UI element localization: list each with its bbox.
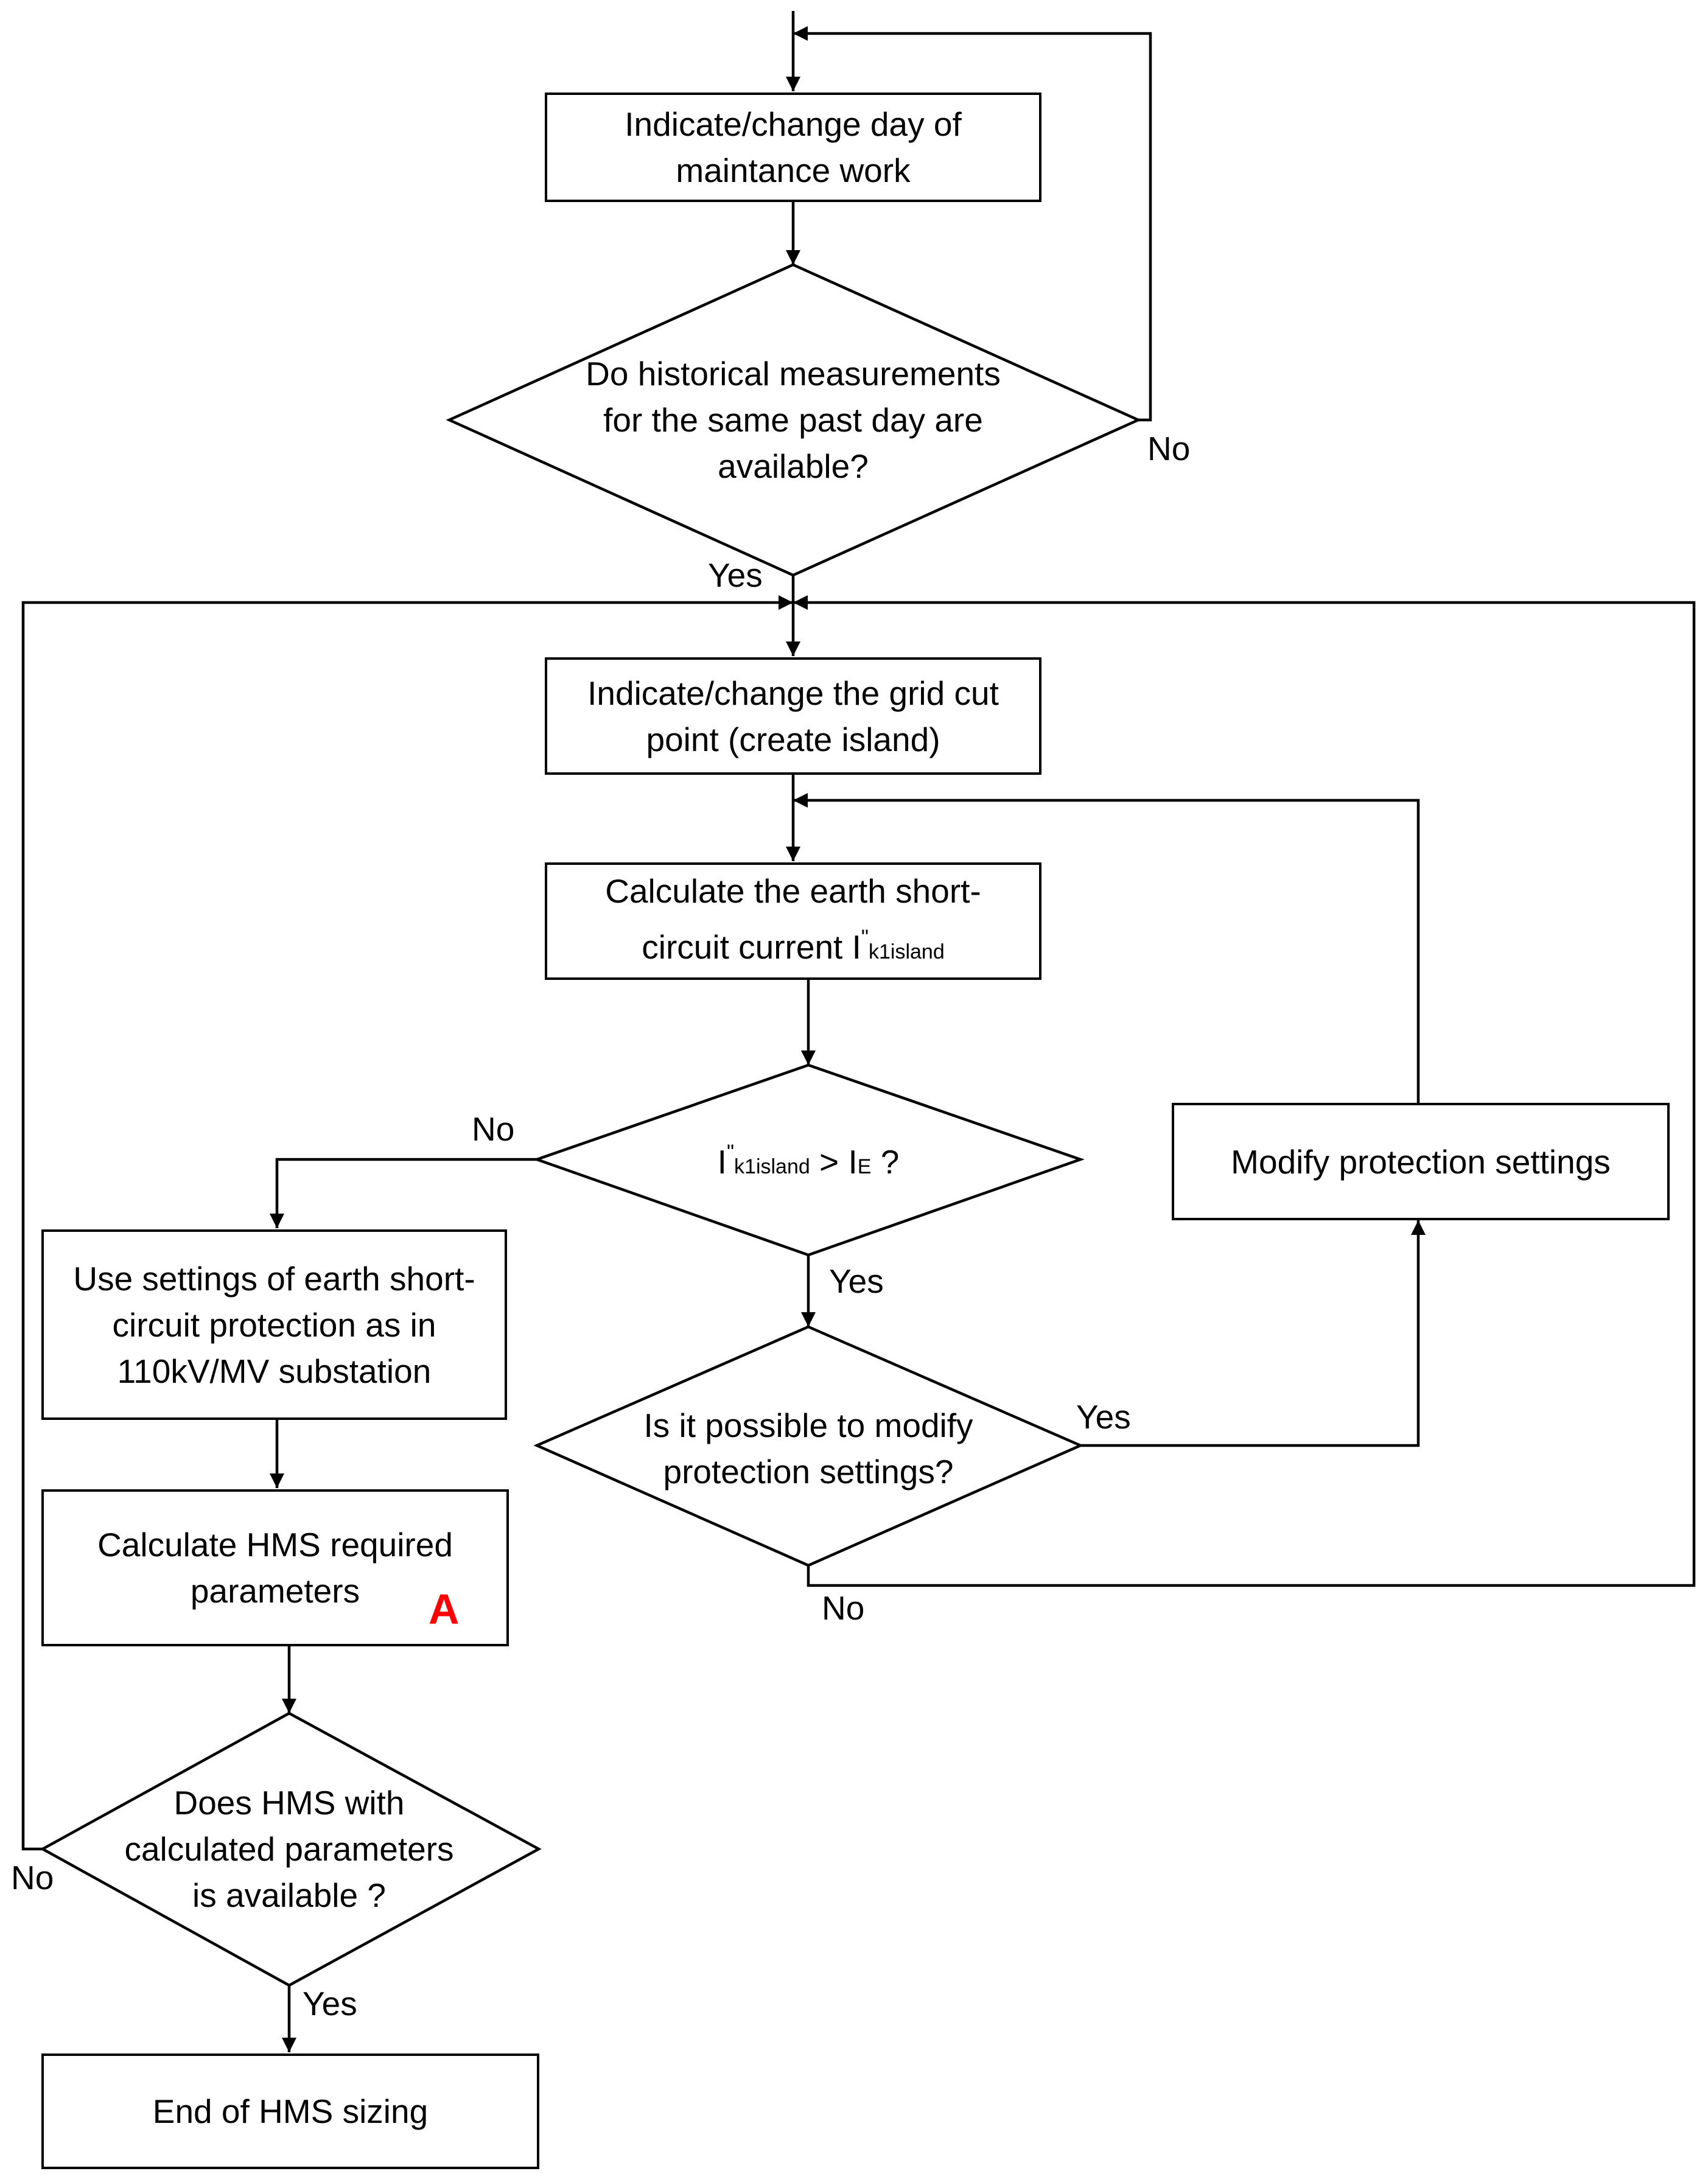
compare-sup: ʺ — [726, 1141, 735, 1164]
grid-cut-line1: Indicate/change the grid cut — [587, 674, 999, 712]
hms-decision-line1: Does HMS with — [173, 1783, 405, 1822]
calc-current-box: Calculate the earth short- circuit curre… — [545, 862, 1041, 980]
calc-current-line1: Calculate the earth short- — [605, 872, 981, 910]
indicate-day-line2: maintance work — [676, 152, 911, 189]
label-possible-yes: Yes — [1076, 1398, 1131, 1436]
use-settings-box: Use settings of earth short- circuit pro… — [41, 1229, 507, 1420]
hist-decision-line3: available? — [718, 447, 869, 485]
end-box: End of HMS sizing — [41, 2053, 539, 2169]
indicate-day-box: Indicate/change day of maintance work — [545, 93, 1041, 202]
calc-current-line2: circuit current Iʺk1island — [605, 914, 981, 975]
label-compare-yes: Yes — [829, 1262, 884, 1300]
possible-decision-line1: Is it possible to modify — [643, 1407, 973, 1444]
end-text: End of HMS sizing — [152, 2092, 429, 2130]
label-compare-no: No — [472, 1110, 515, 1148]
calc-hms-line1: Calculate HMS required — [97, 1526, 453, 1564]
compare-gt: > I — [810, 1143, 858, 1181]
hms-decision-line3: is available ? — [192, 1876, 386, 1914]
calc-current-main: circuit current I — [642, 928, 861, 966]
arrow-compare-no — [270, 1158, 537, 1228]
arrow-hms-no — [21, 595, 793, 1851]
compare-decision-expression: Iʺk1island > IE ? — [718, 1129, 900, 1190]
hist-decision-line1: Do historical measurements — [586, 355, 1001, 393]
indicate-day-line1: Indicate/change day of — [625, 105, 962, 143]
modify-settings-text: Modify protection settings — [1231, 1142, 1611, 1181]
arrow-hist-no — [793, 26, 1152, 422]
use-settings-line2: circuit protection as in — [112, 1305, 436, 1344]
arrow-modify-loop — [793, 793, 1420, 1103]
calc-hms-box: Calculate HMS required parameters A — [41, 1489, 509, 1646]
arrow-possible-yes — [1080, 1220, 1426, 1447]
grid-cut-line2: point (create island) — [646, 720, 940, 758]
label-hms-no: No — [11, 1859, 54, 1896]
possible-decision-text: Is it possible to modify protection sett… — [609, 1400, 1008, 1497]
calc-hms-line2: parameters — [190, 1572, 360, 1610]
calc-current-sub: k1island — [868, 940, 945, 963]
hist-decision-text: Do historical measurements for the same … — [536, 341, 1051, 499]
modify-settings-box: Modify protection settings — [1172, 1103, 1670, 1220]
arrow-possible-no — [793, 595, 1696, 1587]
label-hist-yes: Yes — [708, 556, 763, 594]
hms-decision-line2: calculated parameters — [124, 1830, 454, 1868]
compare-decision-text: Iʺk1island > IE ? — [609, 1132, 1008, 1187]
marker-a: A — [429, 1585, 460, 1633]
compare-i: I — [717, 1143, 727, 1181]
compare-sub1: k1island — [734, 1155, 810, 1178]
label-possible-no: No — [822, 1589, 865, 1627]
use-settings-line1: Use settings of earth short- — [73, 1259, 475, 1298]
hms-decision-text: Does HMS with calculated parameters is a… — [85, 1777, 493, 1920]
hist-decision-line2: for the same past day are — [603, 401, 983, 439]
compare-q: ? — [871, 1143, 900, 1181]
label-hist-no: No — [1147, 430, 1191, 467]
label-hms-yes: Yes — [303, 1985, 357, 2022]
grid-cut-box: Indicate/change the grid cut point (crea… — [545, 657, 1041, 775]
possible-decision-line2: protection settings? — [663, 1453, 954, 1491]
calc-current-sup: ʺ — [861, 925, 869, 949]
compare-sub2: E — [857, 1155, 872, 1178]
use-settings-line3: 110kV/MV substation — [117, 1352, 432, 1390]
